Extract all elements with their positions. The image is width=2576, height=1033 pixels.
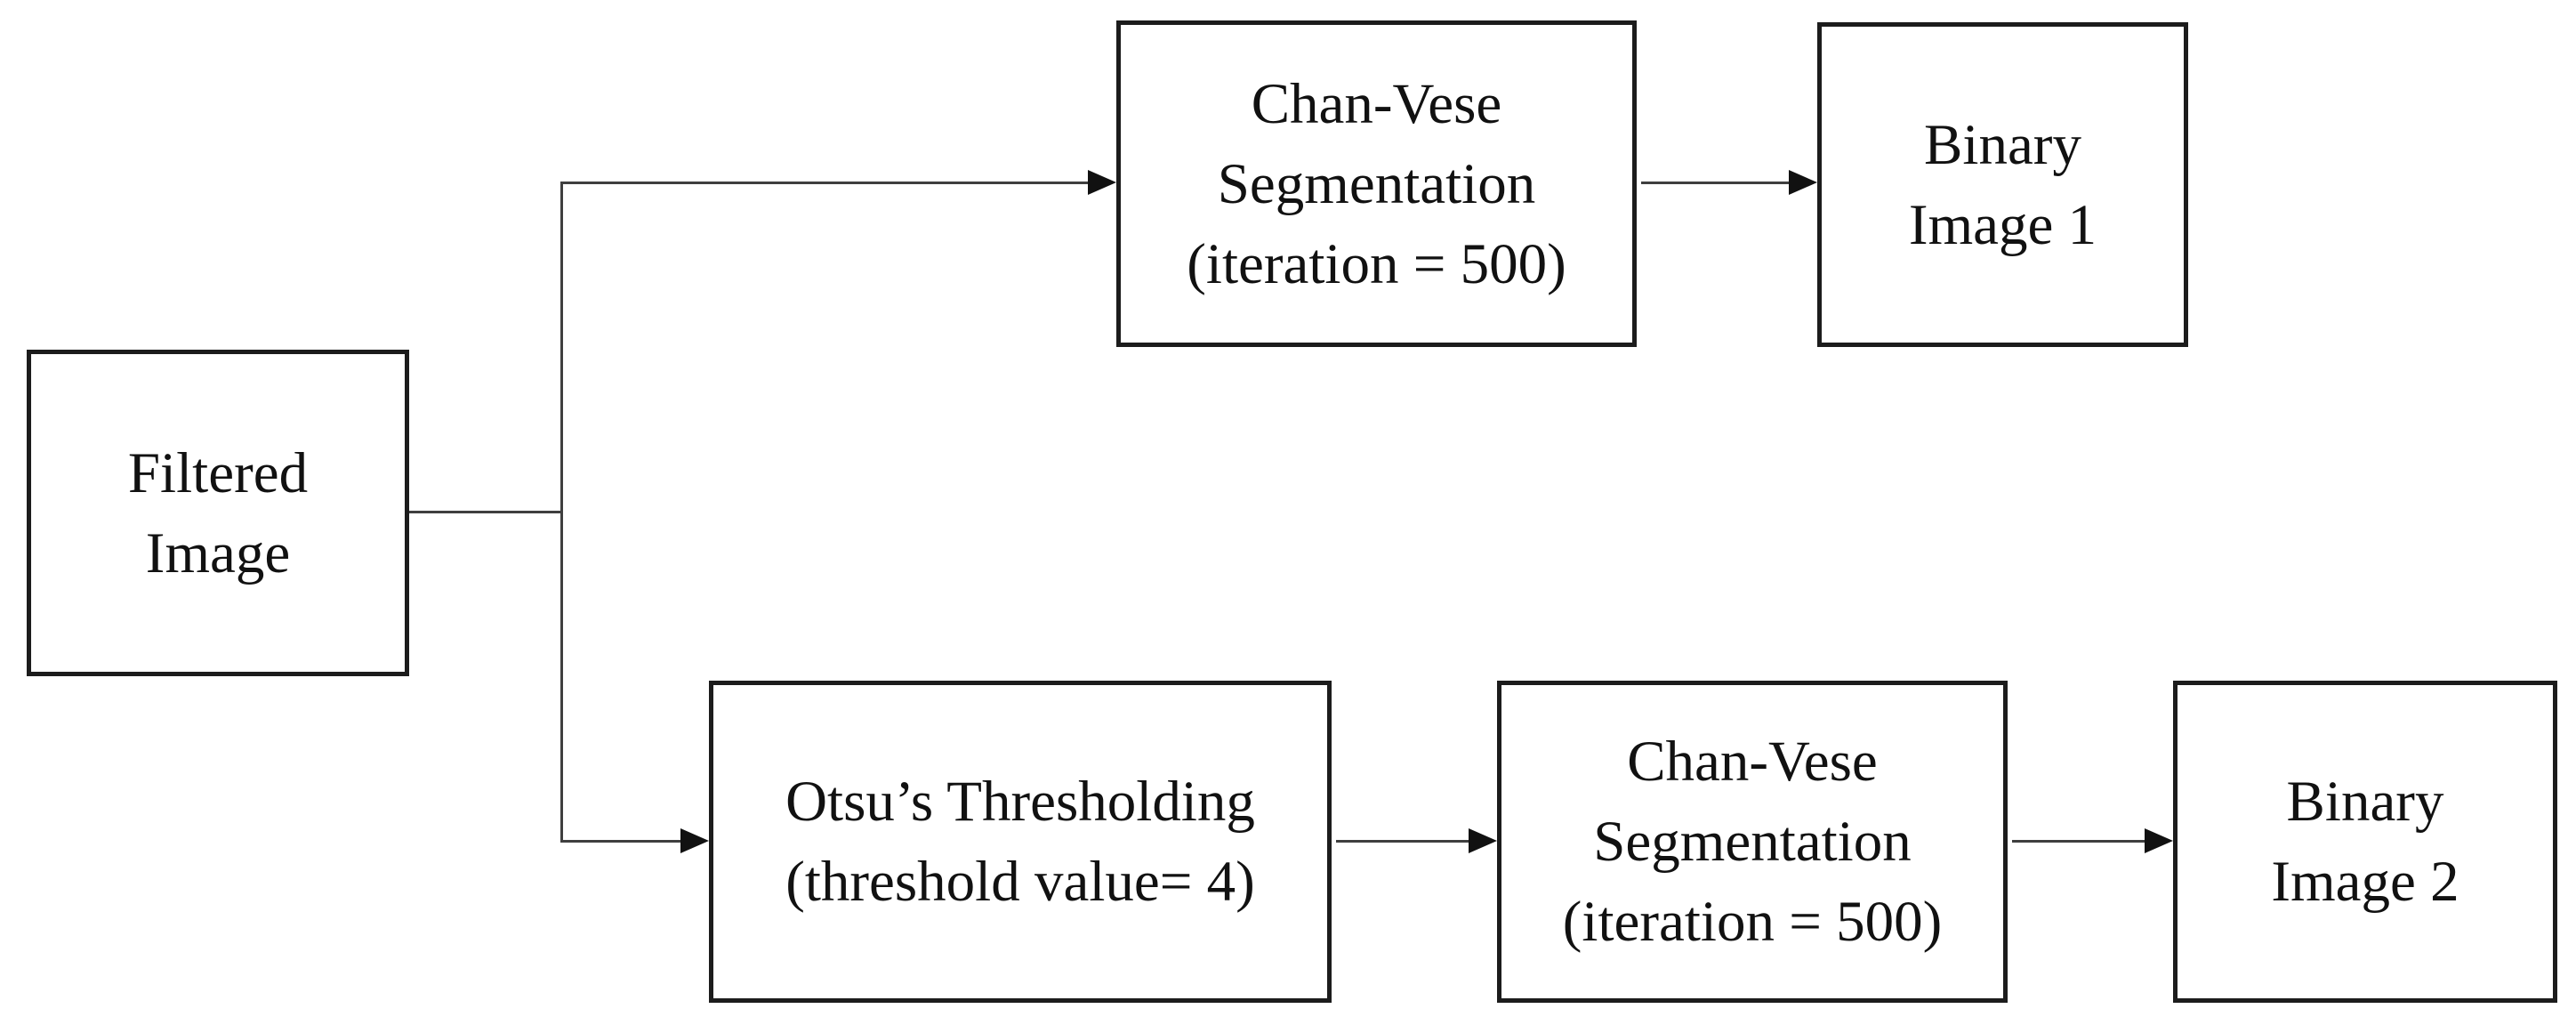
node-label-line: Segmentation (1593, 810, 1912, 874)
node-label-line: Filtered (127, 440, 309, 505)
edge-chan-vese-1-to-binary-1-line (1641, 182, 1789, 184)
node-label-line: Chan-Vese (1627, 730, 1878, 794)
arrowhead-icon (2145, 828, 2173, 853)
edge-otsu-to-chan-vese-2-line (1336, 840, 1469, 843)
node-label-line: Otsu’s Thresholding (785, 770, 1255, 834)
edge-filtered-to-branch-line (409, 511, 563, 513)
arrowhead-icon (680, 828, 709, 853)
node-label-line: (iteration = 500) (1562, 890, 1943, 954)
node-label-line: Image 2 (2271, 850, 2459, 914)
arrowhead-icon (1469, 828, 1497, 853)
edge-chan-vese-2-to-binary-2-line (2012, 840, 2145, 843)
edge-branch-to-otsu-line (560, 840, 680, 843)
node-label-line: (iteration = 500) (1187, 231, 1566, 296)
node-label-line: Chan-Vese (1251, 71, 1502, 136)
node-chan-vese-segmentation-2: Chan-Vese Segmentation (iteration = 500) (1497, 681, 2008, 1003)
node-binary-image-2: Binary Image 2 (2173, 681, 2557, 1003)
node-filtered-image: Filtered Image (27, 350, 409, 676)
arrowhead-icon (1088, 170, 1116, 195)
node-label-line: Binary (2286, 770, 2444, 834)
arrowhead-icon (1789, 170, 1817, 195)
node-otsu-thresholding: Otsu’s Thresholding (threshold value= 4) (709, 681, 1332, 1003)
node-label-line: Image 1 (1908, 192, 2097, 257)
node-chan-vese-segmentation-1: Chan-Vese Segmentation (iteration = 500) (1116, 20, 1637, 347)
node-label-line: Image (145, 521, 291, 585)
node-binary-image-1: Binary Image 1 (1817, 22, 2188, 347)
node-label-line: Segmentation (1217, 151, 1536, 216)
edge-branch-to-chan-vese-1-line (560, 182, 1088, 184)
edge-branch-vertical-line (560, 182, 563, 843)
node-label-line: Binary (1924, 112, 2081, 177)
node-label-line: (threshold value= 4) (785, 850, 1255, 914)
